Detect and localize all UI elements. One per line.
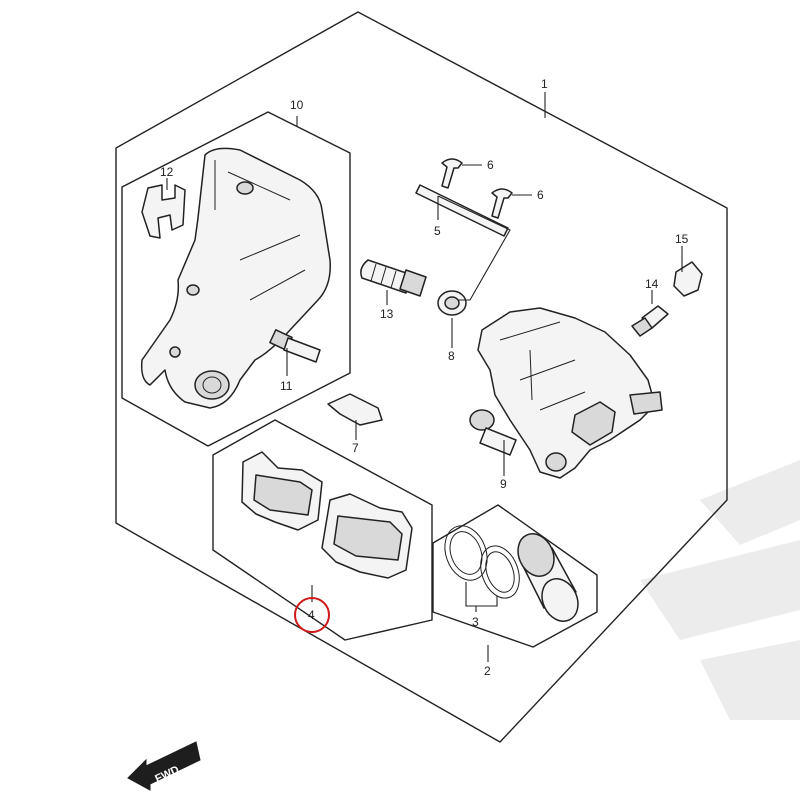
forward-arrow-icon: FWD: [127, 741, 201, 791]
assembly-outline: [115, 11, 728, 743]
callout-6-upper: 6: [487, 158, 494, 172]
brake-pad-right: [321, 493, 413, 579]
bleeder-cap: [673, 261, 703, 297]
caliper-bolt: [469, 409, 517, 456]
piston-seals: [444, 525, 520, 599]
callout-7: 7: [352, 441, 359, 455]
caliper-piston: [517, 533, 579, 622]
callout-12: 12: [160, 165, 174, 179]
callout-14: 14: [645, 277, 659, 291]
callout-15: 15: [675, 232, 689, 246]
screw-lower: [491, 188, 513, 219]
callout-5: 5: [434, 224, 441, 238]
callout-numbers: 1 10 12 6 6 5 13 8 11 7 9 14 15 3 2 4: [160, 77, 689, 678]
callout-10: 10: [290, 98, 304, 112]
pad-spring-clip: [141, 184, 186, 239]
screw-upper: [441, 158, 463, 189]
highlight-circle: [294, 597, 330, 633]
leader-lines: [166, 92, 683, 662]
background-watermark: [640, 460, 800, 720]
bracket-subassembly-outline: [121, 111, 351, 447]
bleeder-valve: [631, 305, 669, 337]
rubber-boot: [437, 290, 467, 316]
pad-pin: [415, 184, 509, 237]
slide-pin-long: [360, 259, 427, 297]
piston-set-outline: [432, 504, 598, 648]
pad-spring: [327, 393, 383, 426]
caliper-body: [477, 307, 663, 479]
slide-pin-short: [269, 329, 321, 363]
callout-8: 8: [448, 349, 455, 363]
pad-set-outline: [212, 419, 433, 641]
callout-4: 4: [308, 608, 315, 622]
caliper-bracket: [140, 147, 331, 409]
callout-1: 1: [541, 77, 548, 91]
callout-9: 9: [500, 477, 507, 491]
brake-pad-left: [241, 451, 323, 531]
callout-3: 3: [472, 615, 479, 629]
callout-6-lower: 6: [537, 188, 544, 202]
callout-11: 11: [280, 379, 293, 393]
callout-2: 2: [484, 664, 491, 678]
callout-13: 13: [380, 307, 394, 321]
